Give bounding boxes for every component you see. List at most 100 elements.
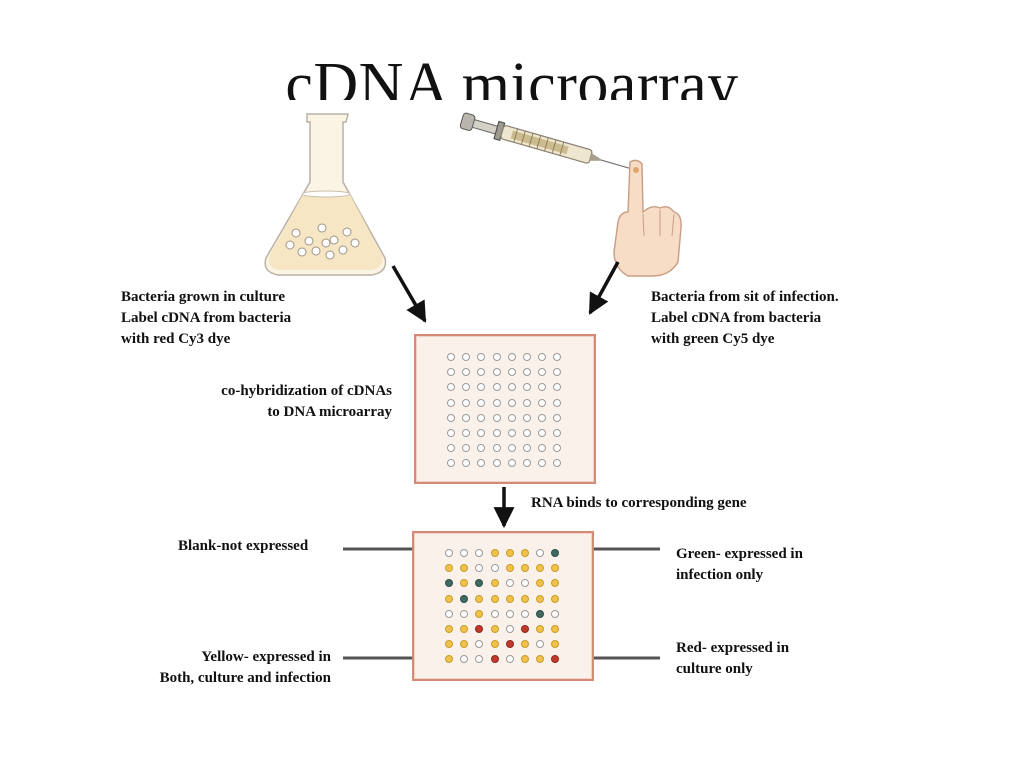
spot-blank <box>523 413 531 422</box>
spot-blank <box>523 429 531 437</box>
page-title: cDNA microarray <box>285 51 739 100</box>
spot-blank <box>492 413 501 422</box>
spot-yellow <box>551 640 560 649</box>
spot-blank <box>492 459 501 468</box>
spot-blank <box>492 398 501 407</box>
spot-yellow <box>460 564 469 573</box>
infection-line: Bacteria from sit of infection. <box>651 289 839 305</box>
spot-blank <box>460 549 469 557</box>
spot-blank <box>477 368 486 377</box>
green-line: infection only <box>676 567 764 583</box>
spot-blank <box>507 444 516 453</box>
spot-blank <box>507 383 516 392</box>
spot-green <box>460 594 469 603</box>
spot-blank <box>477 383 486 392</box>
infection-line: with green Cy5 dye <box>651 331 775 347</box>
spot-blank <box>505 655 514 664</box>
spot-blank <box>551 609 560 618</box>
spot-blank <box>477 353 486 361</box>
spot-blank <box>490 564 499 573</box>
spot-blank <box>447 398 455 407</box>
spot-red <box>505 640 514 649</box>
spot-blank <box>447 353 455 361</box>
red-line: culture only <box>676 661 753 677</box>
spot-blank <box>462 383 471 392</box>
spot-blank <box>460 609 469 618</box>
spot-yellow <box>521 640 529 649</box>
rna-binds-text: RNA binds to corresponding gene <box>531 495 747 511</box>
spot-yellow <box>445 564 453 573</box>
spot-yellow <box>475 609 484 618</box>
spot-blank <box>462 353 471 361</box>
spot-blank <box>447 413 455 422</box>
spot-blank <box>538 353 547 361</box>
spot-blank <box>445 609 453 618</box>
spot-blank <box>538 459 547 468</box>
rna-binds-label: RNA binds to corresponding gene <box>531 493 747 514</box>
spot-yellow <box>490 594 499 603</box>
microarray-bottom <box>412 531 594 681</box>
spot-blank <box>553 429 562 437</box>
spot-blank <box>523 459 531 468</box>
cohybridization-line: to DNA microarray <box>267 404 392 420</box>
spot-red <box>475 625 484 633</box>
spot-red <box>551 655 560 664</box>
spot-yellow <box>521 655 529 664</box>
spot-blank <box>523 368 531 377</box>
spot-blank <box>492 353 501 361</box>
spot-blank <box>475 640 484 649</box>
spot-blank <box>447 444 455 453</box>
spot-yellow <box>475 594 484 603</box>
spot-blank <box>477 429 486 437</box>
spot-blank <box>447 459 455 468</box>
spot-blank <box>447 368 455 377</box>
cohybridization-line: co-hybridization of cDNAs <box>221 383 392 399</box>
infection-label: Bacteria from sit of infection. Label cD… <box>651 287 839 350</box>
spot-blank <box>462 413 471 422</box>
spot-blank <box>447 429 455 437</box>
microarray-top <box>414 334 596 484</box>
spot-blank <box>553 353 562 361</box>
spot-blank <box>523 383 531 392</box>
spot-blank <box>521 609 529 618</box>
spot-blank <box>538 368 547 377</box>
yellow-line: Both, culture and infection <box>159 670 331 686</box>
spot-blank <box>462 398 471 407</box>
spot-blank <box>507 368 516 377</box>
spot-yellow <box>551 564 560 573</box>
spot-blank <box>492 368 501 377</box>
spot-blank <box>492 444 501 453</box>
spot-blank <box>538 413 547 422</box>
culture-line: with red Cy3 dye <box>121 331 231 347</box>
blank-label: Blank-not expressed <box>178 536 308 557</box>
spot-blank <box>477 444 486 453</box>
infection-line: Label cDNA from bacteria <box>651 310 822 326</box>
spot-yellow <box>521 549 529 557</box>
spot-yellow <box>445 594 453 603</box>
spot-yellow <box>460 579 469 588</box>
spot-blank <box>521 579 529 588</box>
spot-blank <box>490 609 499 618</box>
flask-icon <box>264 113 387 276</box>
cohybridization-label: co-hybridization of cDNAs to DNA microar… <box>150 381 392 423</box>
spot-blank <box>445 549 453 557</box>
spot-blank <box>523 444 531 453</box>
spot-yellow <box>551 594 560 603</box>
spot-blank <box>553 368 562 377</box>
spot-blank <box>462 429 471 437</box>
spot-blank <box>462 444 471 453</box>
spot-blank <box>477 413 486 422</box>
spot-yellow <box>505 564 514 573</box>
yellow-line: Yellow- expressed in <box>201 649 331 665</box>
spot-yellow <box>551 579 560 588</box>
spot-yellow <box>460 625 469 633</box>
spot-yellow <box>521 564 529 573</box>
spot-green <box>445 579 453 588</box>
spot-blank <box>462 368 471 377</box>
syringe-icon <box>459 112 643 173</box>
spot-yellow <box>536 625 545 633</box>
spot-blank <box>538 383 547 392</box>
spot-green <box>536 609 545 618</box>
spot-blank <box>538 398 547 407</box>
spot-blank <box>553 398 562 407</box>
